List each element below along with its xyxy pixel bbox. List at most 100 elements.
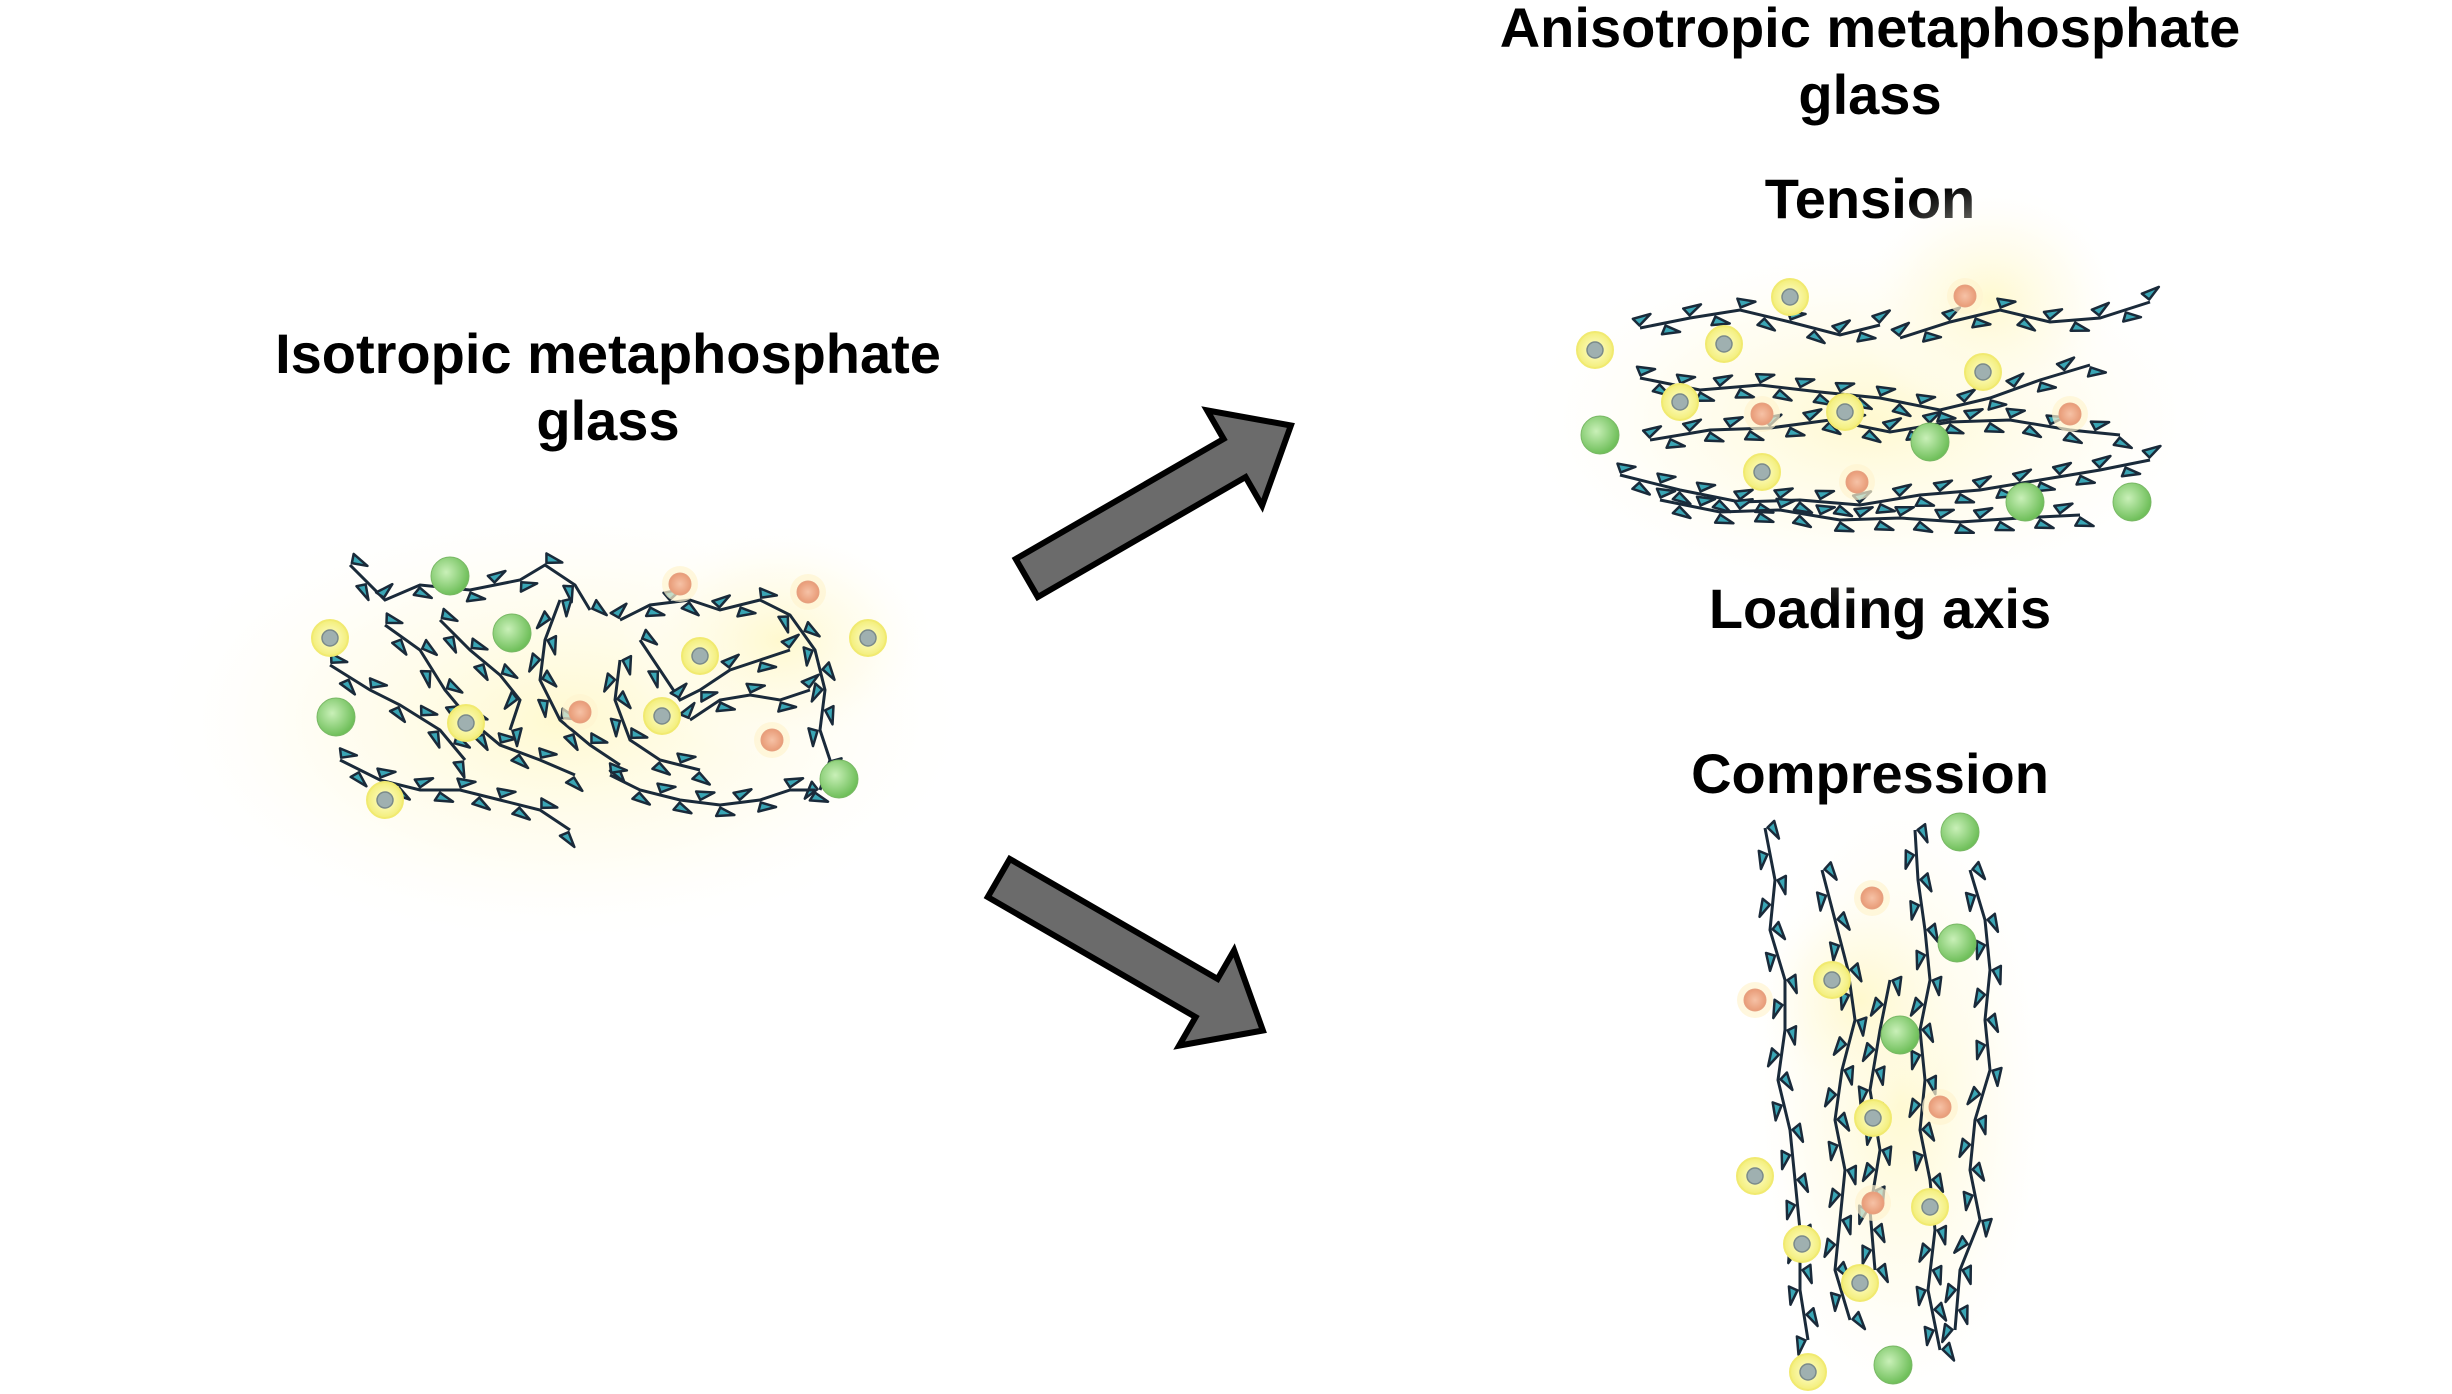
po4-tetrahedron — [563, 733, 579, 752]
green-cation — [1937, 923, 1977, 963]
po4-tetrahedron — [1736, 297, 1757, 309]
po4-tetrahedron — [442, 635, 458, 654]
orange-cation — [1860, 886, 1884, 910]
isotropic-title-line1: Isotropic metaphosphate — [275, 322, 941, 385]
anisotropic-title-line2: glass — [1798, 63, 1942, 127]
yellow-cation-core — [1974, 363, 1992, 381]
green-cation — [1910, 422, 1950, 462]
po4-tetrahedron — [545, 552, 564, 565]
po4-tetrahedron — [1805, 1306, 1819, 1328]
chain-backbone — [1899, 300, 2151, 340]
po4-tetrahedron — [2090, 301, 2111, 317]
chain-backbone — [1639, 363, 2091, 412]
po4-tetrahedron — [2089, 420, 2111, 432]
po4-tetrahedron — [535, 610, 552, 630]
po4-tetrahedron — [2021, 424, 2043, 439]
po4-tetrahedron — [777, 701, 798, 713]
po4-tetrahedron — [2005, 407, 2026, 419]
po4-tetrahedron — [1796, 1172, 1810, 1194]
green-cation — [430, 556, 470, 596]
po4-tetrahedron — [1801, 1263, 1813, 1285]
po4-tetrahedron — [810, 682, 824, 703]
po4-tetrahedron — [1841, 1214, 1853, 1236]
po4-tetrahedron — [676, 752, 697, 764]
po4-tetrahedron — [1961, 1264, 1973, 1286]
po4-tetrahedron — [1823, 1087, 1838, 1108]
po4-tetrahedron — [1894, 505, 1915, 517]
po4-tetrahedron — [1753, 512, 1775, 524]
green-cation — [1880, 1015, 1920, 1055]
chain-backbone — [609, 773, 815, 807]
po4-tetrahedron — [452, 760, 466, 779]
po4-tetrahedron — [1710, 315, 1731, 327]
po4-tetrahedron — [1827, 1140, 1839, 1162]
po4-tetrahedron — [780, 633, 800, 649]
po4-tetrahedron — [1791, 514, 1813, 529]
yellow-cation-core — [1781, 288, 1799, 306]
po4-tetrahedron — [1986, 1012, 2000, 1034]
chain-backbone — [1619, 458, 2151, 507]
po4-tetrahedron — [338, 678, 357, 696]
po4-tetrahedron — [1656, 472, 1677, 484]
po4-tetrahedron — [1861, 429, 1882, 444]
chain-backbone — [1649, 418, 2121, 442]
yellow-cation-core — [691, 647, 709, 665]
green-cation — [316, 697, 356, 737]
po4-tetrahedron — [2075, 474, 2096, 486]
po4-tetrahedron — [2042, 308, 2064, 321]
po4-tetrahedron — [1861, 1244, 1872, 1266]
po4-tetrahedron — [1802, 408, 1823, 422]
po4-tetrahedron — [471, 796, 492, 811]
po4-tetrahedron — [1779, 1071, 1794, 1092]
po4-tetrahedron — [700, 690, 719, 703]
po4-tetrahedron — [1958, 1137, 1972, 1159]
po4-tetrahedron — [732, 788, 753, 802]
yellow-cation-core — [457, 714, 475, 732]
po4-tetrahedron — [2051, 461, 2073, 476]
po4-tetrahedron — [376, 767, 397, 779]
po4-tetrahedron — [1926, 1074, 1938, 1096]
po4-tetrahedron — [1832, 1036, 1848, 1056]
po4-tetrahedron — [537, 698, 549, 719]
po4-tetrahedron — [1921, 1121, 1936, 1142]
po4-tetrahedron — [503, 690, 519, 710]
orange-cation — [1953, 284, 1977, 308]
po4-tetrahedron — [691, 771, 712, 786]
po4-tetrahedron — [757, 801, 778, 813]
yellow-cation-core — [321, 629, 339, 647]
po4-tetrahedron — [1971, 1161, 1986, 1182]
po4-tetrahedron — [558, 830, 576, 849]
isotropic-glass-title: Isotropic metaphosphate glass — [198, 320, 1018, 454]
chain-backbone — [1953, 869, 1992, 1331]
po4-tetrahedron — [445, 678, 464, 694]
po4-tetrahedron — [1635, 365, 1657, 377]
chain-backbone — [348, 563, 592, 611]
po4-tetrahedron — [2036, 381, 2058, 393]
po4-tetrahedron — [1856, 331, 1877, 343]
po4-tetrahedron — [1964, 891, 1977, 913]
po4-tetrahedron — [1915, 393, 1937, 405]
po4-tetrahedron — [777, 615, 790, 634]
po4-tetrahedron — [497, 732, 518, 744]
po4-tetrahedron — [1757, 849, 1769, 871]
po4-tetrahedron — [1954, 523, 1975, 535]
po4-tetrahedron — [2034, 518, 2055, 530]
po4-tetrahedron — [590, 598, 608, 617]
po4-tetrahedron — [1771, 1101, 1783, 1122]
yellow-cation-core — [1799, 1363, 1817, 1381]
orange-cation — [1750, 402, 1774, 426]
po4-tetrahedron — [1836, 911, 1851, 931]
po4-tetrahedron — [1986, 912, 2000, 934]
orange-cation — [1928, 1095, 1952, 1119]
po4-tetrahedron — [1931, 975, 1943, 997]
po4-tetrahedron — [1954, 493, 1976, 504]
po4-tetrahedron — [1743, 430, 1765, 442]
po4-tetrahedron — [511, 727, 523, 748]
po4-tetrahedron — [2121, 311, 2143, 323]
po4-tetrahedron — [1792, 501, 1814, 514]
po4-tetrahedron — [1971, 475, 1993, 489]
po4-tetrahedron — [1681, 418, 1703, 433]
po4-tetrahedron — [1973, 987, 1987, 1009]
orange-cation — [668, 572, 692, 596]
po4-tetrahedron — [1786, 1025, 1798, 1046]
